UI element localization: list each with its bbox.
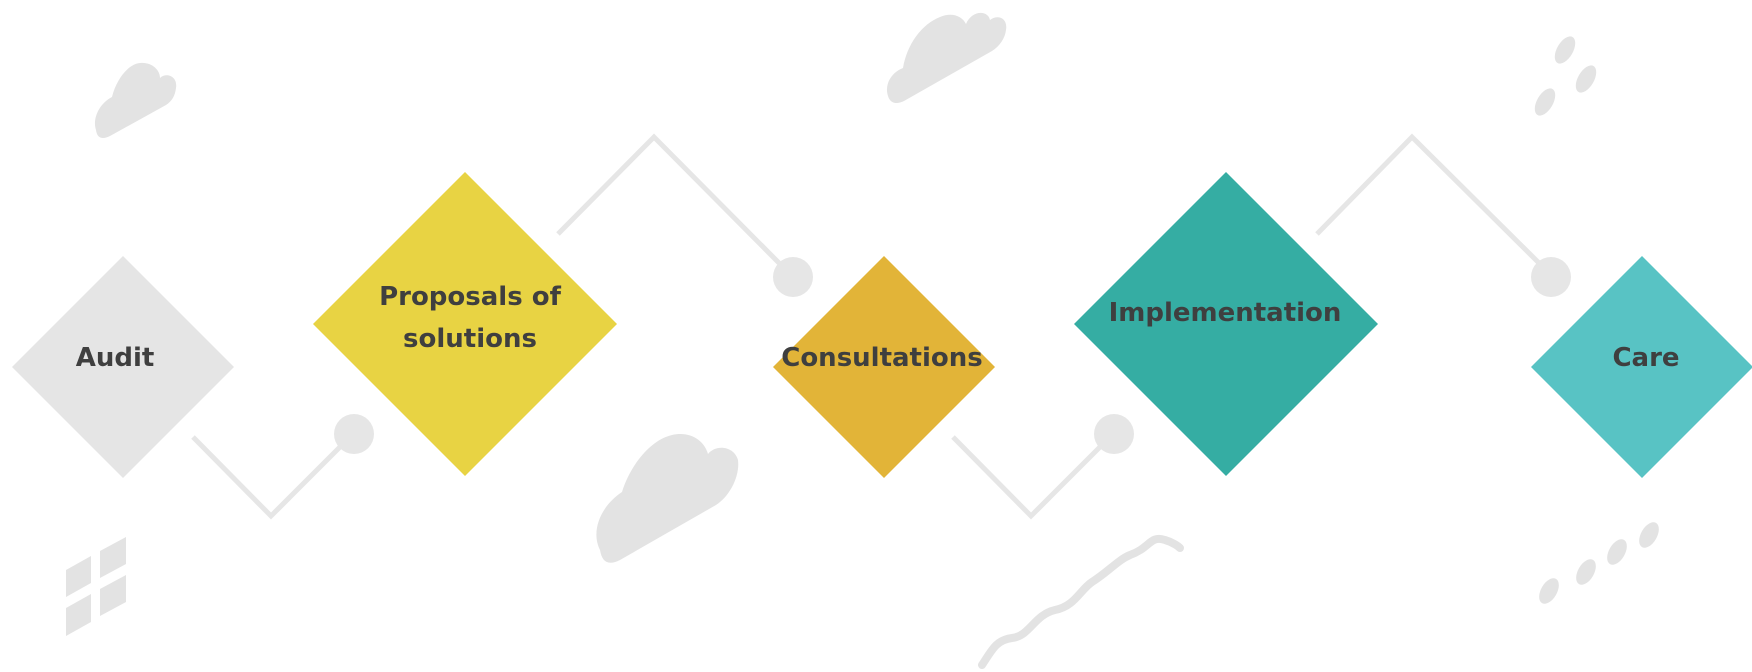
process-step: Proposals of solutions	[313, 172, 617, 476]
connector-line	[556, 133, 782, 266]
cloud-icon	[596, 434, 739, 563]
step-label: Implementation	[1109, 298, 1342, 328]
decorations	[66, 12, 1659, 636]
dot-icon	[1576, 559, 1596, 585]
dot-icon	[1607, 539, 1627, 565]
step-label: solutions	[403, 324, 537, 354]
connector-line	[951, 432, 1115, 520]
step-diamond	[12, 256, 234, 478]
dot-icon	[1554, 36, 1576, 64]
step-diamond	[313, 172, 617, 476]
connector-line	[191, 432, 355, 520]
step-label: Audit	[76, 343, 155, 373]
process-step: Audit	[12, 256, 234, 478]
step-diamond	[1531, 256, 1752, 478]
dot-icon	[1575, 65, 1597, 93]
connector-line	[1315, 133, 1542, 266]
grid-icon	[66, 537, 126, 636]
step-label: Care	[1612, 343, 1679, 373]
cloud-icon	[886, 12, 1007, 104]
process-step: Implementation	[1074, 172, 1378, 476]
step-label: Proposals of	[379, 282, 562, 312]
dot-icon	[1639, 522, 1659, 548]
step-diamond	[773, 256, 995, 478]
connector-node	[773, 257, 813, 297]
step-label: Consultations	[781, 343, 983, 373]
dot-icon	[1534, 88, 1556, 116]
dot-icon	[1539, 578, 1559, 604]
connectors	[191, 133, 1571, 520]
process-step: Consultations	[773, 256, 995, 478]
cloud-icon	[94, 62, 177, 138]
connector-node	[334, 414, 374, 454]
step-diamond	[1074, 172, 1378, 476]
connector-node	[1094, 414, 1134, 454]
connector-node	[1531, 257, 1571, 297]
squiggle-decoration	[978, 534, 1184, 669]
process-step: Care	[1531, 256, 1752, 478]
